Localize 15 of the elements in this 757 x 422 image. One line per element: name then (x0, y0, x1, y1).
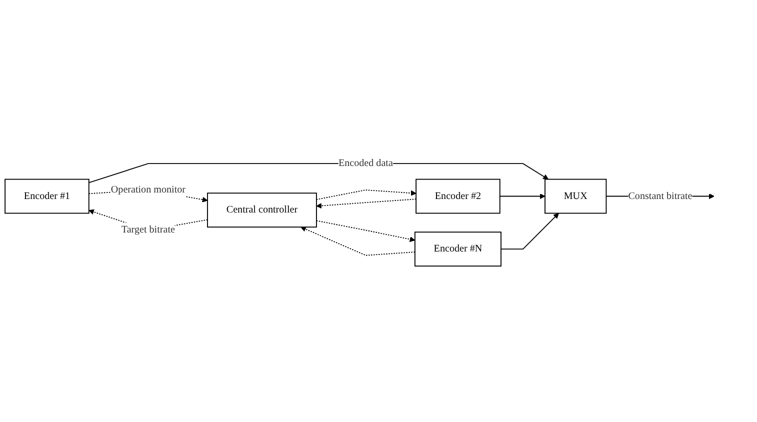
node-box: Encoder #1 (4, 178, 90, 214)
edge-label: Target bitrate (121, 224, 175, 236)
arrow (300, 226, 416, 256)
node-box: Central controller (207, 192, 317, 228)
edge-label: Encoded data (338, 158, 393, 169)
node-box: MUX (544, 178, 607, 214)
arrow (500, 212, 559, 250)
arrow (316, 198, 417, 208)
node-box: Encoder #N (414, 232, 502, 266)
node-box: Encoder #2 (416, 178, 500, 214)
edge-label: Operation monitor (110, 184, 186, 195)
arrow (499, 193, 546, 199)
arrow (316, 220, 416, 242)
edge-label: Constant bitrate (628, 190, 692, 202)
arrow (316, 189, 416, 200)
